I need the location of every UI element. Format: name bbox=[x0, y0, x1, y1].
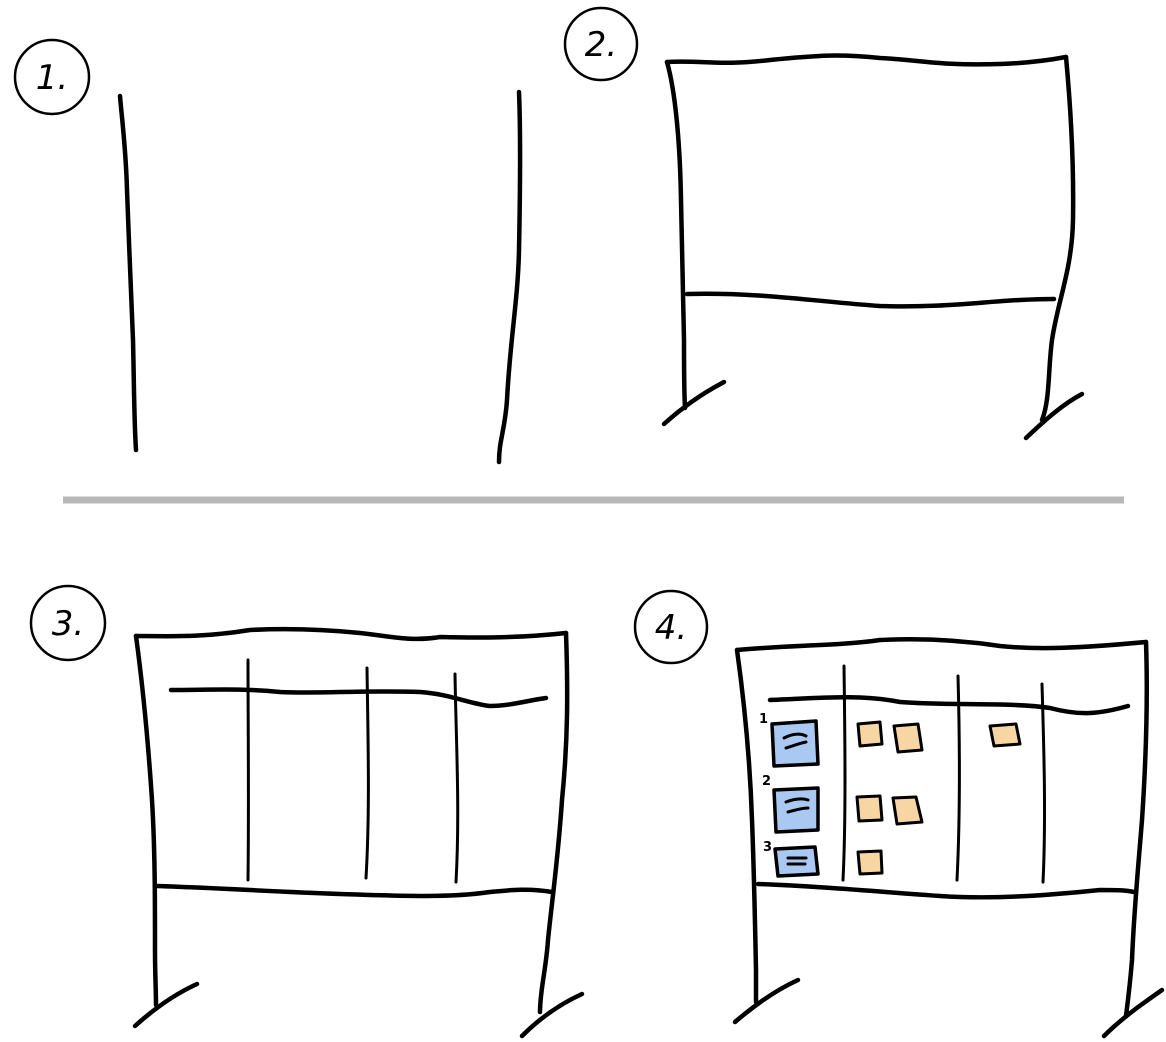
column-divider-1 bbox=[843, 666, 845, 880]
left-foot bbox=[135, 984, 197, 1026]
row-number-2: 2 bbox=[762, 774, 771, 789]
step-2-label: 2. bbox=[585, 25, 617, 65]
board-bottom-edge bbox=[758, 884, 1134, 897]
row-number-3: 3 bbox=[763, 840, 772, 855]
board-top-edge bbox=[737, 639, 1146, 650]
board-top-edge bbox=[667, 56, 1066, 65]
board-bottom-edge bbox=[687, 294, 1054, 307]
task-note-row2-b bbox=[893, 797, 922, 824]
step-4-panel: 4. 1 2 3 bbox=[635, 591, 1162, 1036]
right-post bbox=[499, 92, 520, 462]
header-line bbox=[770, 697, 1128, 713]
step-3-label: 3. bbox=[52, 604, 84, 644]
column-divider-2 bbox=[957, 676, 959, 880]
task-note-row1-b bbox=[894, 724, 922, 752]
board-left-post bbox=[136, 636, 156, 1005]
task-note-row1-c bbox=[990, 724, 1020, 746]
board-left-post bbox=[667, 62, 685, 408]
right-foot bbox=[1026, 394, 1082, 438]
left-foot bbox=[664, 382, 724, 424]
story-card-3 bbox=[775, 847, 818, 876]
board-top-edge bbox=[136, 629, 566, 639]
board-right-post bbox=[1126, 642, 1147, 1016]
row-number-1: 1 bbox=[759, 712, 768, 727]
step-3-panel: 3. bbox=[31, 586, 582, 1036]
right-foot bbox=[522, 994, 582, 1036]
story-card-2 bbox=[774, 788, 818, 832]
step-2-panel: 2. bbox=[565, 8, 1082, 438]
board-left-post bbox=[737, 650, 756, 1002]
step-4-label: 4. bbox=[655, 608, 687, 648]
column-divider-3 bbox=[455, 674, 458, 882]
left-foot bbox=[735, 980, 798, 1022]
column-divider-3 bbox=[1042, 684, 1045, 882]
step-1-panel: 1. bbox=[15, 40, 520, 462]
step-1-label: 1. bbox=[36, 58, 68, 98]
header-line bbox=[171, 690, 546, 707]
right-foot bbox=[1104, 990, 1162, 1036]
task-note-row2-a bbox=[857, 796, 882, 821]
task-note-row3-a bbox=[858, 851, 882, 874]
story-card-1 bbox=[772, 721, 818, 766]
board-right-post bbox=[1042, 57, 1073, 420]
column-divider-2 bbox=[366, 668, 368, 878]
board-right-post bbox=[540, 633, 567, 1012]
left-post bbox=[120, 96, 136, 450]
task-note-row1-a bbox=[858, 722, 882, 746]
board-bottom-edge bbox=[157, 886, 552, 896]
